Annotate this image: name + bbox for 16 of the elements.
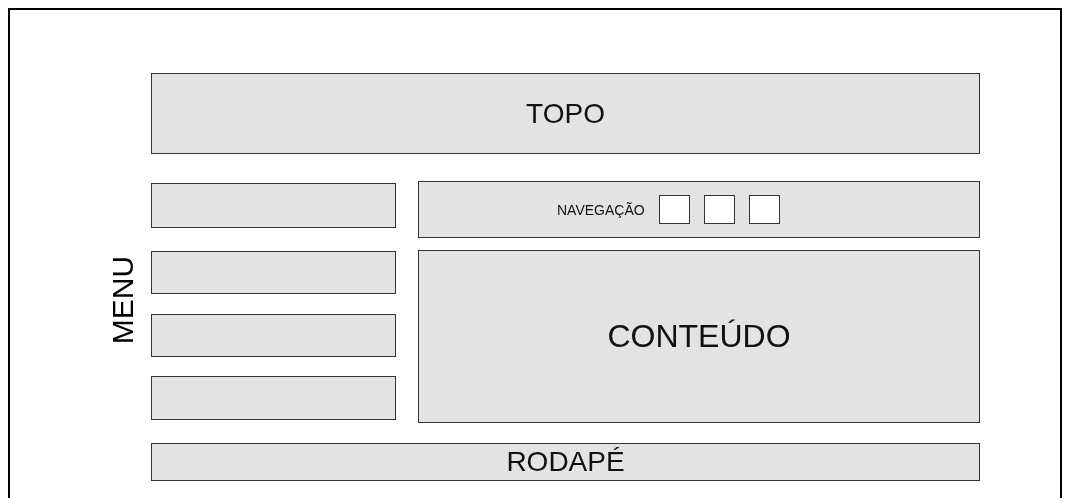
region-title: RODAPÉ xyxy=(506,446,625,478)
region-title: TOPO xyxy=(526,97,605,130)
placeholder-box xyxy=(703,195,735,224)
placeholder-box xyxy=(658,195,690,224)
bar-title: NAVEGAÇÃO xyxy=(557,201,645,218)
layout-region xyxy=(151,443,980,481)
placeholder-box xyxy=(151,314,396,357)
layout-region xyxy=(151,73,980,154)
placeholder-box xyxy=(748,195,780,224)
navigation-bar xyxy=(418,181,980,238)
side-label: MENU xyxy=(106,255,140,345)
layout-region xyxy=(418,250,980,423)
placeholder-box xyxy=(151,376,396,420)
placeholder-box xyxy=(151,251,396,294)
region-title: CONTEÚDO xyxy=(607,318,791,355)
placeholder-box xyxy=(151,183,396,228)
